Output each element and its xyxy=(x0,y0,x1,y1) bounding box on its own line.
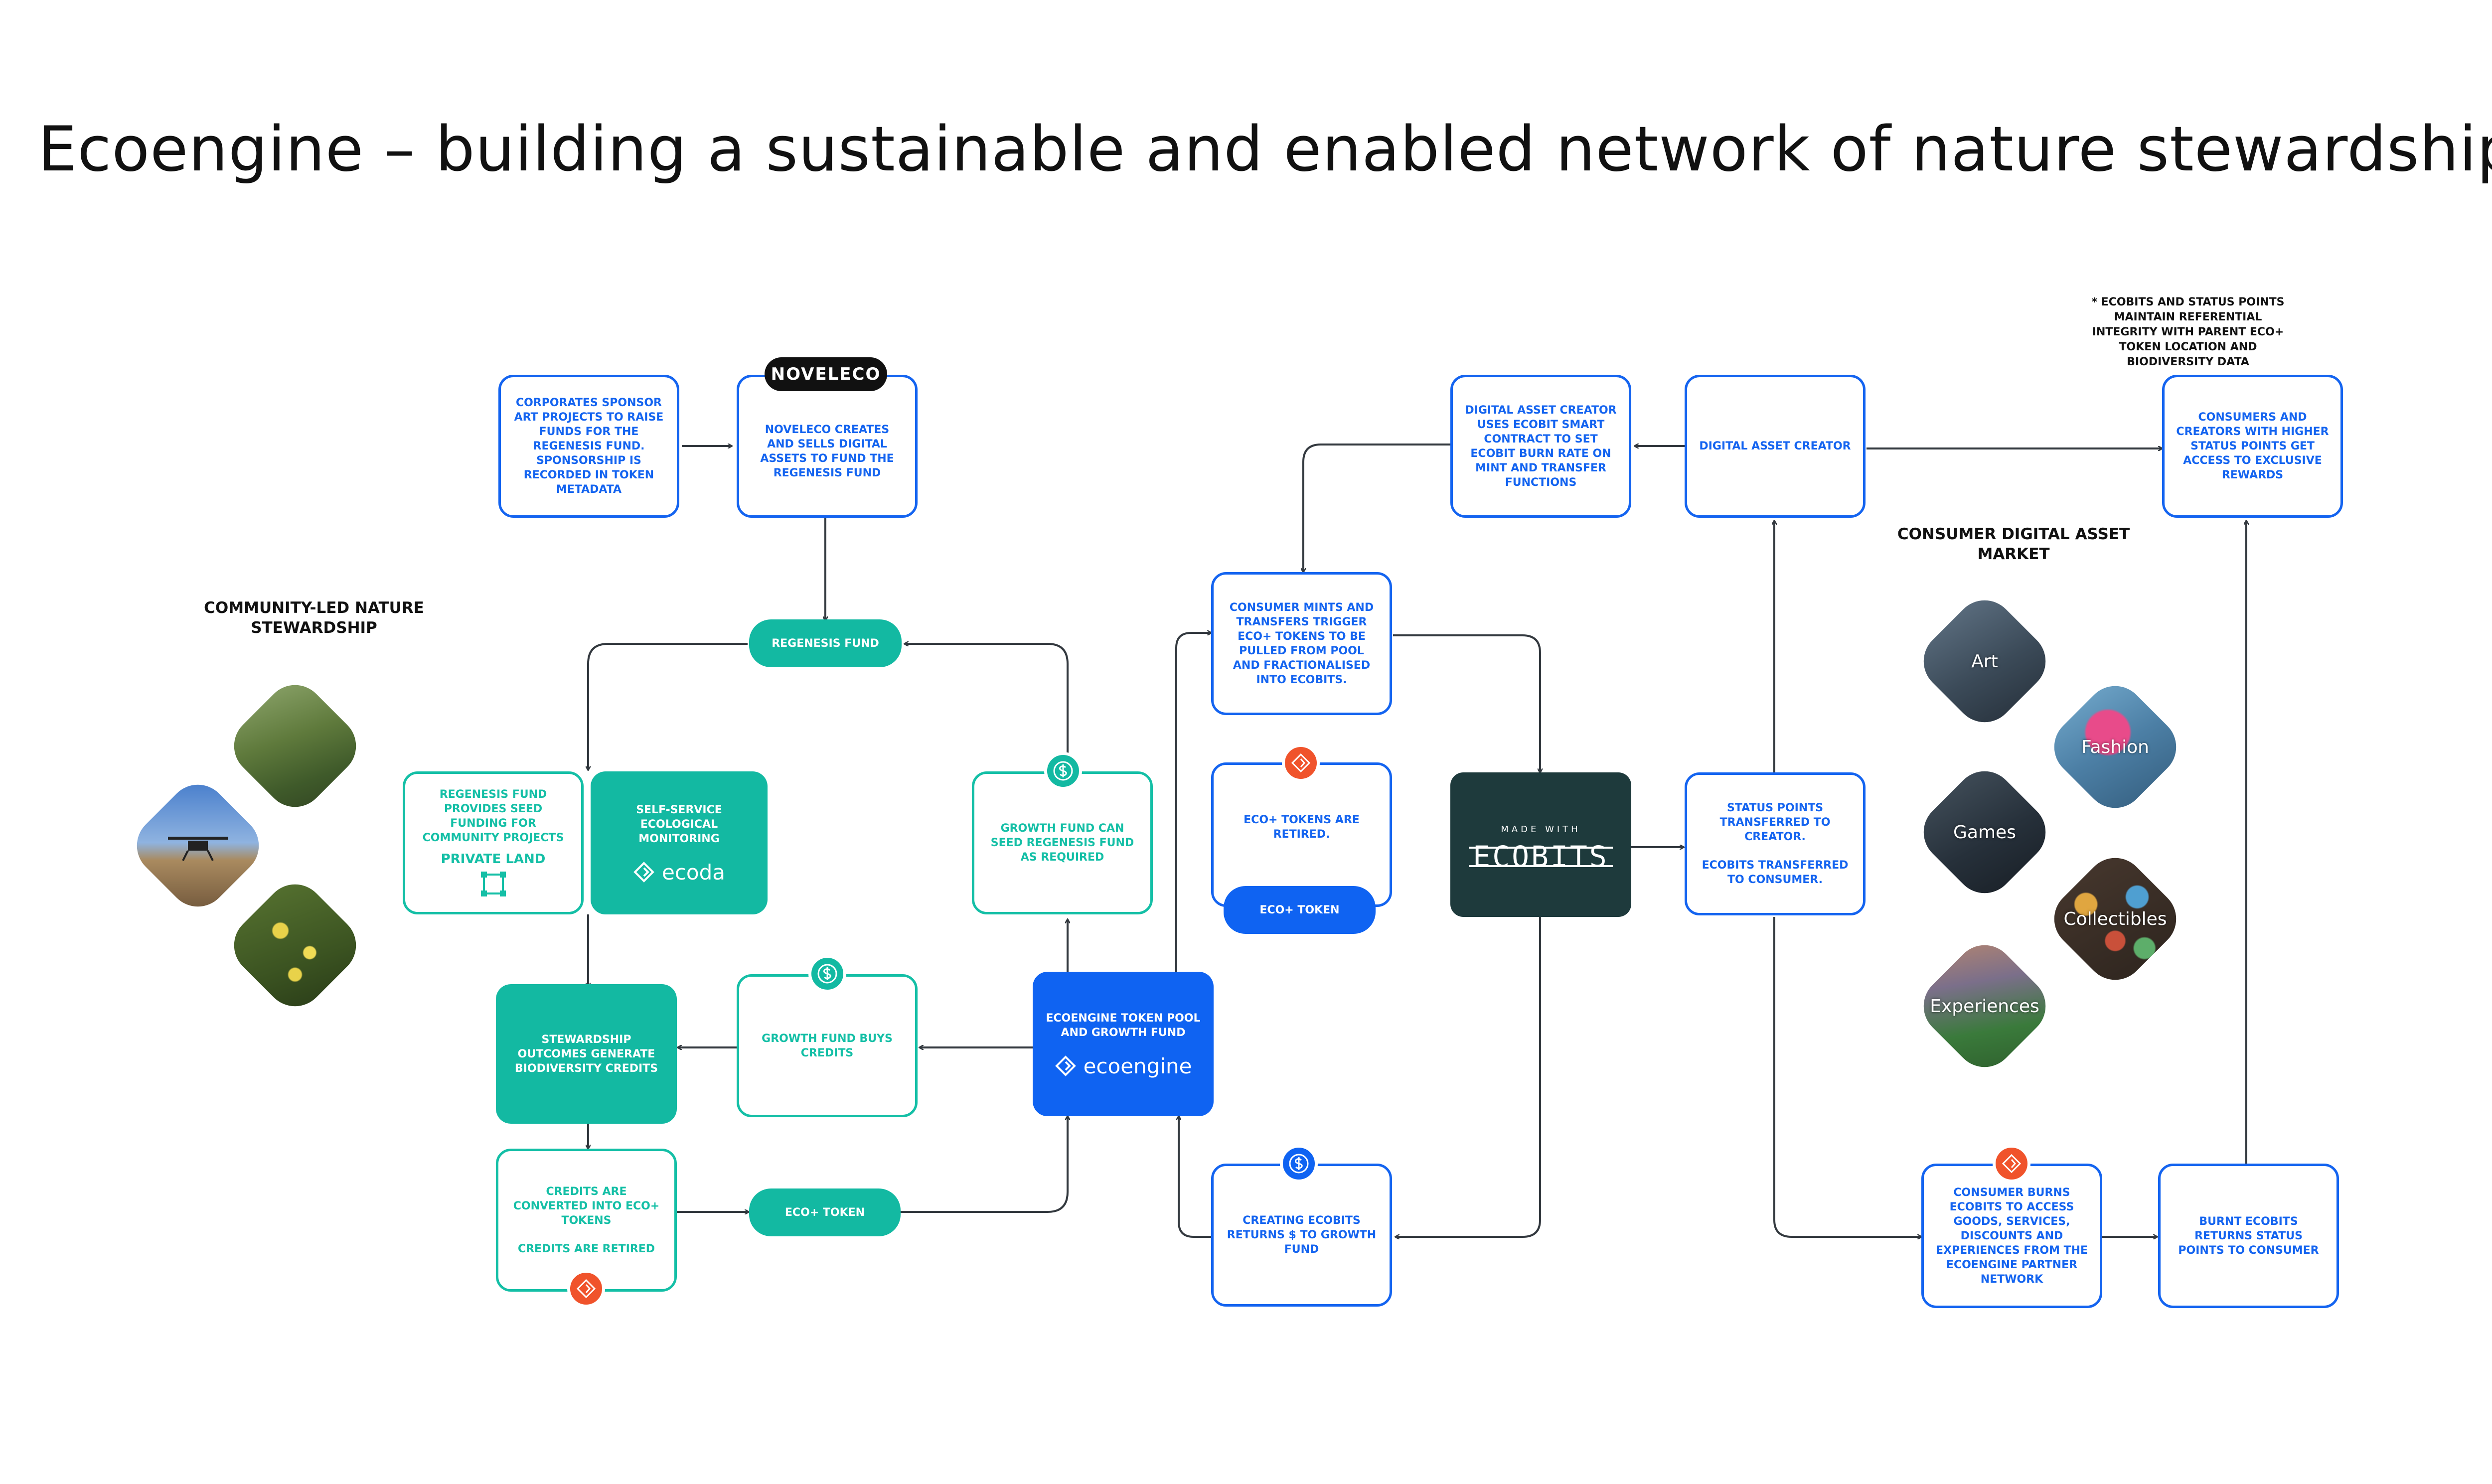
noveleco-logo: NOVELECO xyxy=(765,357,887,391)
credits-converted-node: Credits are converted into ECO+ tokens C… xyxy=(496,1149,677,1292)
burnt-ecobits-node: Burnt ecobits returns status points to c… xyxy=(2158,1164,2339,1308)
regenesis-fund-label: Regenesis fund xyxy=(772,637,879,650)
made-with-ecobits-node: MADE WITH ECOBITS xyxy=(1450,772,1631,917)
arrow-status-to-consumer-burns xyxy=(1773,917,1921,1237)
credits-retired-text: Credits are retired xyxy=(517,1242,655,1255)
ecoengine-pool-text: Ecoengine token pool and growth fund xyxy=(1046,1012,1201,1039)
credits-converted-text: Credits are converted into ECO+ tokens xyxy=(513,1185,660,1227)
market-collectibles-label: Collectibles xyxy=(2063,908,2167,929)
drone-icon xyxy=(168,837,228,861)
arrow-growth-seed-to-regenesis xyxy=(905,644,1069,777)
eco-token-pill-label: ECO+ token xyxy=(784,1206,865,1219)
burnt-ecobits-text: Burnt ecobits returns status points to c… xyxy=(2178,1215,2319,1257)
consumer-burns-text: Consumer burns ecobits to access goods, … xyxy=(1935,1186,2088,1286)
ecoengine-wordmark: ecoengine xyxy=(1083,1053,1192,1078)
arrow-eco-pill-to-pool xyxy=(901,1116,1068,1213)
creating-ecobits-node: Creating ecobits returns $ to growth fun… xyxy=(1211,1164,1392,1307)
ecoengine-mark-icon xyxy=(1055,1055,1076,1076)
growth-buys-node: Growth fund buys credits xyxy=(737,974,918,1117)
market-art-label: Art xyxy=(1971,651,1998,672)
growth-seed-node: Growth fund can seed regenesis fund as r… xyxy=(972,771,1153,914)
eco-token-pill-2: ECO+ token xyxy=(1224,886,1376,934)
creating-ecobits-text: Creating ecobits returns $ to growth fun… xyxy=(1227,1214,1377,1256)
photo-drone-diamond xyxy=(125,772,271,919)
growth-seed-dollar-icon xyxy=(1044,752,1082,790)
ecobits-transferred-text: Ecobits transferred to consumer. xyxy=(1702,859,1849,886)
ecobits-wordmark: ECOBITS xyxy=(1469,842,1613,871)
market-experiences-label: Experiences xyxy=(1930,996,2039,1017)
dac-uses-node: Digital asset creator uses ecobit smart … xyxy=(1450,375,1631,518)
consumer-mints-text: Consumer mints and transfers trigger ECO… xyxy=(1229,601,1374,686)
eco-retired-token-icon xyxy=(1282,744,1320,782)
page-title: Ecoengine – building a sustainable and e… xyxy=(37,114,2492,185)
eco-token-pill: ECO+ token xyxy=(749,1188,901,1236)
self-service-monitoring-node: Self-service ecological monitoring ecoda xyxy=(591,771,768,914)
growth-buys-text: Growth fund buys credits xyxy=(762,1032,893,1059)
stewardship-text: Stewardship outcomes generate biodiversi… xyxy=(514,1033,658,1075)
market-games-label: Games xyxy=(1953,822,2016,843)
consumer-burns-token-icon xyxy=(1993,1145,2030,1183)
arrow-ecobits-to-creating xyxy=(1396,917,1541,1237)
regenesis-provides-node: Regenesis fund provides seed funding for… xyxy=(403,771,584,914)
consumers-higher-text: Consumers and creators with higher statu… xyxy=(2176,411,2329,481)
dac-uses-text: Digital asset creator uses ecobit smart … xyxy=(1465,404,1617,489)
market-section-label: Consumer digital asset market xyxy=(1897,525,2130,563)
dac-text: Digital asset creator xyxy=(1699,440,1851,452)
consumer-mints-node: Consumer mints and transfers trigger ECO… xyxy=(1211,572,1392,715)
growth-seed-text: Growth fund can seed regenesis fund as r… xyxy=(990,822,1134,864)
self-service-text: Self-service ecological monitoring xyxy=(636,804,722,845)
stewardship-outcomes-node: Stewardship outcomes generate biodiversi… xyxy=(496,984,677,1124)
noveleco-text: Noveleco creates and sells digital asset… xyxy=(760,423,894,479)
regenesis-provides-text: Regenesis fund provides seed funding for… xyxy=(422,788,564,844)
community-section-label: Community-led nature stewardship xyxy=(204,599,424,637)
noveleco-node: Noveleco creates and sells digital asset… xyxy=(737,375,918,518)
ecoda-wordmark: ecoda xyxy=(661,860,726,885)
regenesis-fund-pill: Regenesis fund xyxy=(749,619,902,667)
arrow-pool-to-consumer-mints xyxy=(1175,633,1211,972)
corporates-sponsor-text: Corporates sponsor art projects to raise… xyxy=(514,397,664,496)
market-fashion-label: Fashion xyxy=(2081,737,2149,757)
land-parcel-icon xyxy=(480,872,506,896)
arrow-dac-uses-to-consumer-mints xyxy=(1303,444,1450,572)
made-with-label: MADE WITH xyxy=(1501,824,1581,835)
consumer-burns-node: Consumer burns ecobits to access goods, … xyxy=(1921,1164,2102,1308)
ecoda-mark-icon xyxy=(633,862,654,883)
status-points-node: Status points transferred to creator. Ec… xyxy=(1685,772,1866,915)
eco-retired-text: ECO+ tokens are retired. xyxy=(1244,814,1360,841)
arrow-consumer-mints-to-ecobits xyxy=(1393,634,1540,772)
ecoda-logo: ecoda xyxy=(633,861,725,883)
growth-buys-dollar-icon xyxy=(808,955,846,993)
status-points-text: Status points transferred to creator. xyxy=(1719,802,1831,843)
arrow-creating-to-pool xyxy=(1179,1116,1211,1238)
creating-ecobits-dollar-icon xyxy=(1280,1145,1318,1183)
consumers-higher-status-node: Consumers and creators with higher statu… xyxy=(2162,375,2343,518)
eco-retired-node: ECO+ tokens are retired. xyxy=(1211,762,1392,907)
credits-token-icon xyxy=(567,1270,605,1308)
corporates-sponsor-node: Corporates sponsor art projects to raise… xyxy=(498,375,679,518)
digital-asset-creator-node: Digital asset creator xyxy=(1685,375,1866,518)
ecoengine-pool-node: Ecoengine token pool and growth fund eco… xyxy=(1033,972,1214,1116)
private-land-label: Private land xyxy=(441,852,546,867)
ecoengine-logo: ecoengine xyxy=(1055,1055,1192,1077)
arrow-regenesis-to-regen-provides xyxy=(588,643,748,770)
eco-token-pill-2-label: ECO+ token xyxy=(1259,903,1340,916)
referential-integrity-note: * Ecobits and status points maintain ref… xyxy=(2091,296,2285,368)
